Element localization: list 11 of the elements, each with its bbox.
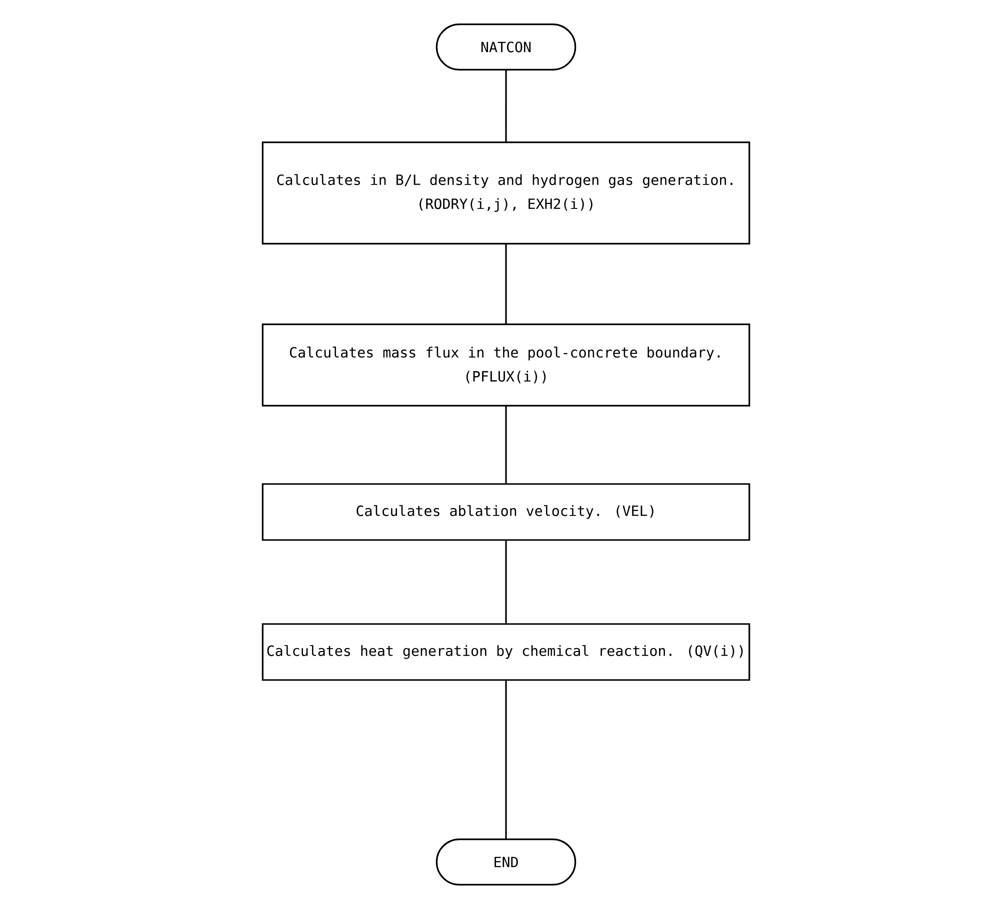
connector-line xyxy=(505,680,507,839)
terminator: END xyxy=(436,838,576,886)
process-box: Calculates heat generation by chemical reaction. (QV(i)) xyxy=(262,623,750,681)
process-box: Calculates ablation velocity. (VEL) xyxy=(262,483,750,541)
connector-line xyxy=(505,540,507,624)
connector-line xyxy=(505,70,507,142)
process-box: Calculates in B/L density and hydrogen gas generation. (RODRY(i,j), EXH2(i)) xyxy=(262,142,750,244)
process-box: Calculates mass flux in the pool-concrete boundary. (PFLUX(i)) xyxy=(262,324,750,406)
connector-line xyxy=(505,244,507,324)
connector-line xyxy=(505,406,507,484)
terminator: NATCON xyxy=(436,24,576,70)
